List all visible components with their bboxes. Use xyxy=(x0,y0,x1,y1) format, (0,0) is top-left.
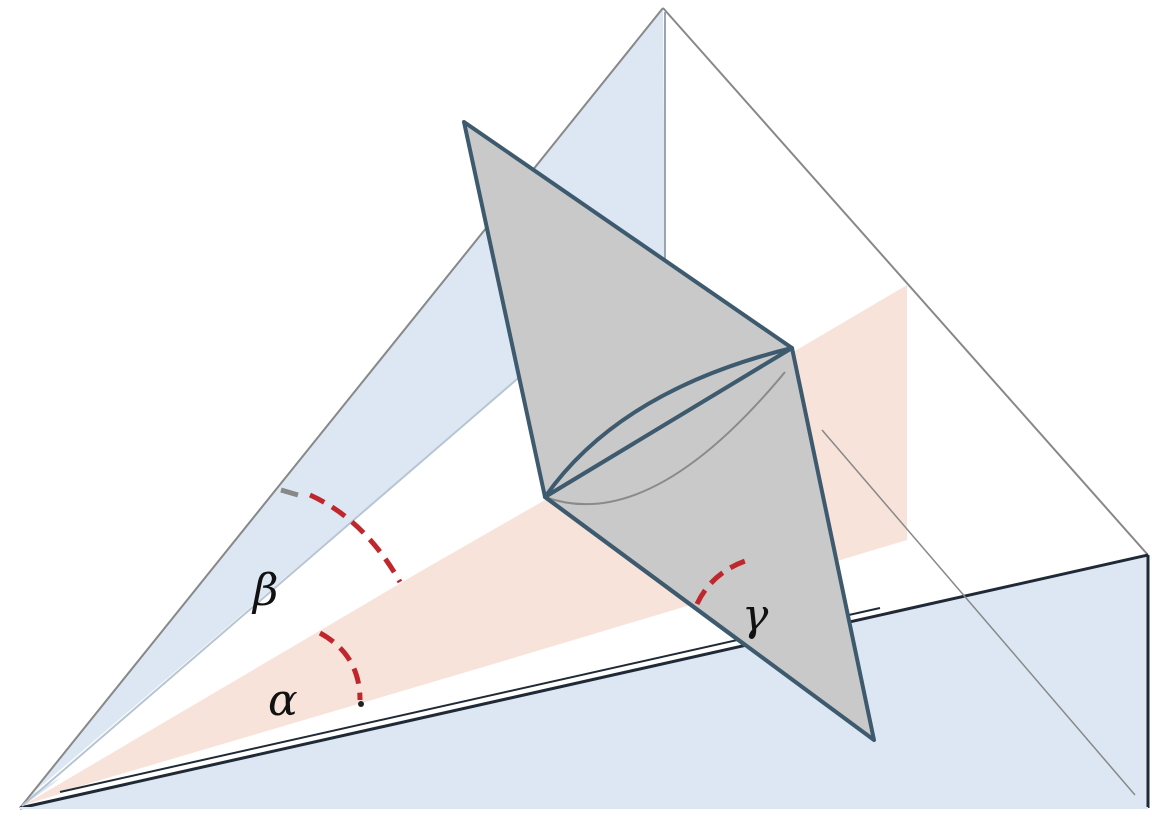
beta-angle-arc xyxy=(308,492,403,584)
cone-base-ellipse-back xyxy=(544,371,786,506)
beta-label: β xyxy=(251,565,278,616)
alpha-vertex-dot xyxy=(358,701,364,707)
beta-tick xyxy=(280,487,299,498)
gamma-label: γ xyxy=(742,590,769,641)
alpha-angle-arc xyxy=(318,630,363,701)
tetrahedron-floor-front-edge xyxy=(19,553,1149,810)
left-plane-inner-edge xyxy=(21,354,546,807)
gamma-angle-arc xyxy=(694,557,749,606)
alpha-label: α xyxy=(268,675,298,726)
tetrahedron-right-edge xyxy=(662,7,1149,556)
tetrahedron-left-edge xyxy=(19,7,664,809)
tetrahedron-inner-diagonal xyxy=(821,429,1136,796)
cone-base-ellipse-front xyxy=(543,346,793,499)
cone-axis-line xyxy=(543,495,747,647)
